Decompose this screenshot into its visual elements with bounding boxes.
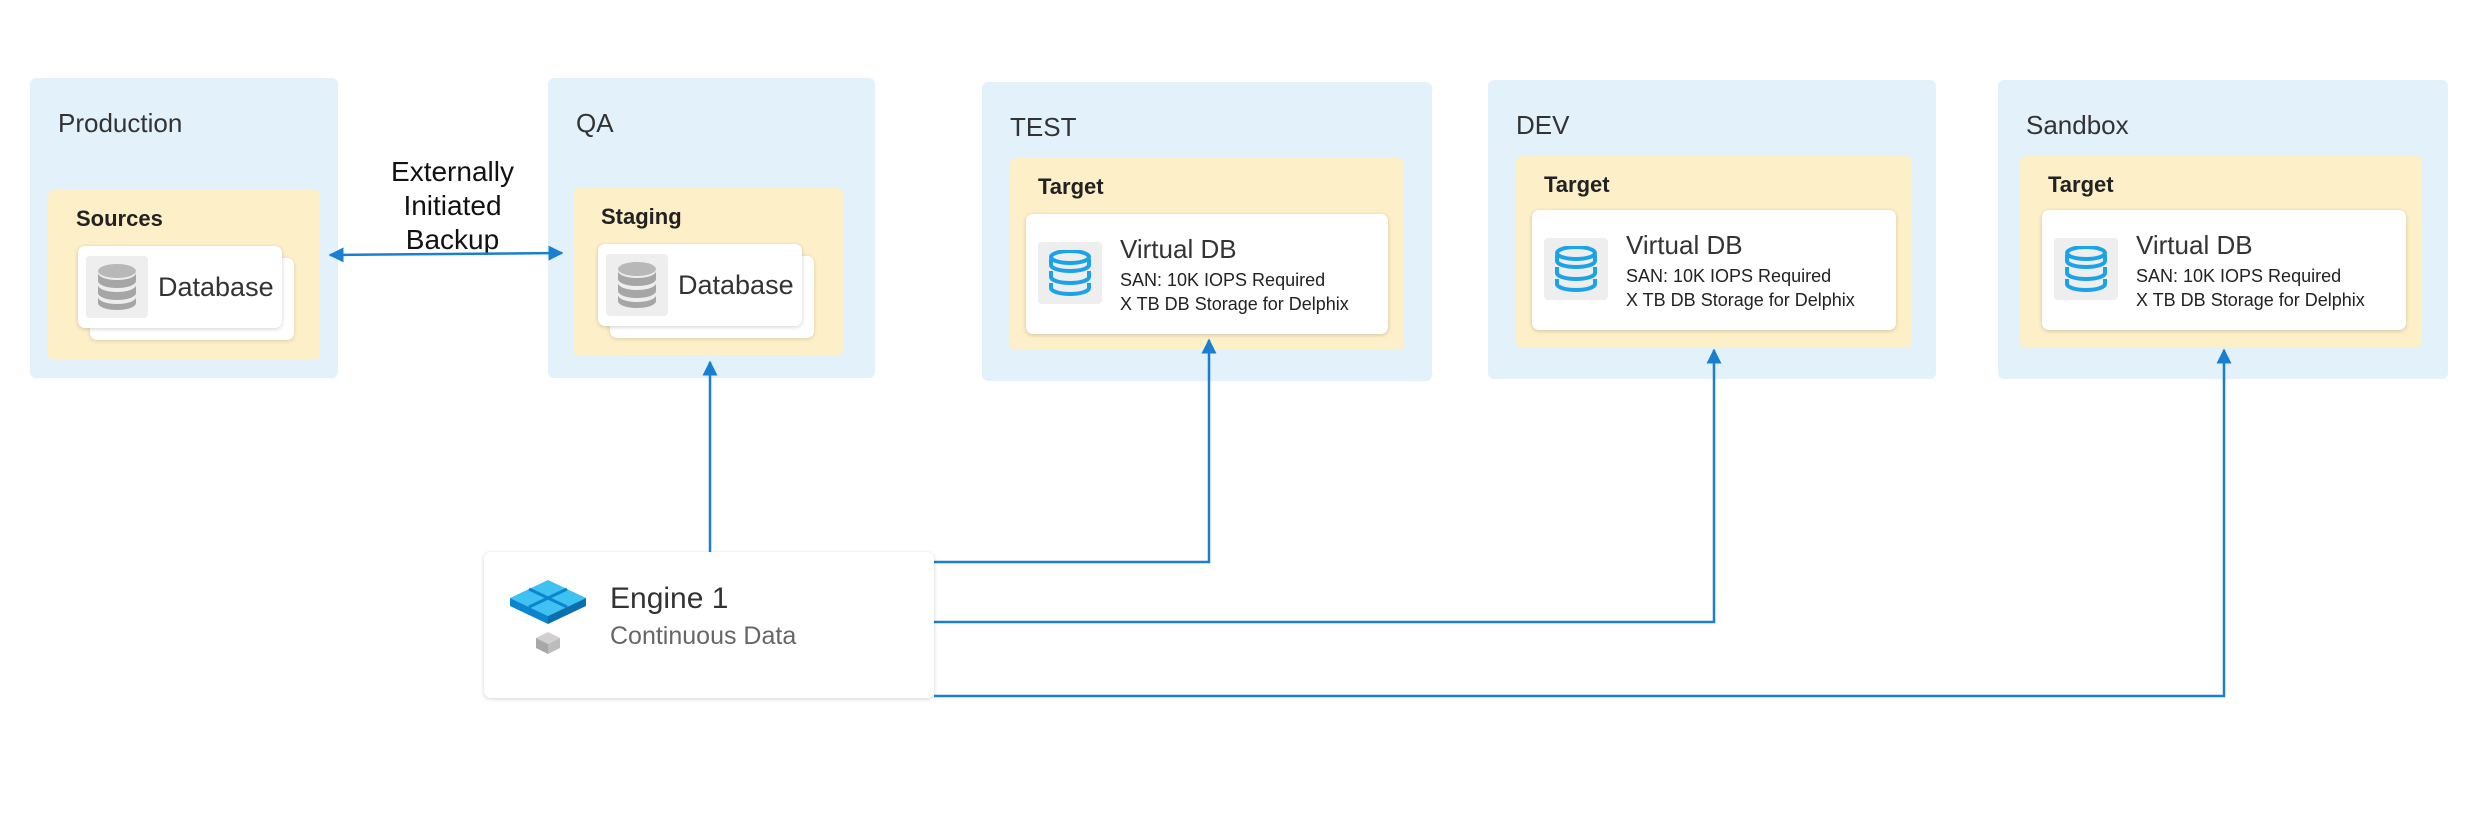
database-icon [86,256,148,318]
virtual-db-storage-requirement: X TB DB Storage for Delphix [2136,290,2365,310]
environment-production: Production Sources Database [30,78,338,378]
virtual-db-storage-requirement: X TB DB Storage for Delphix [1120,294,1349,314]
virtual-db-icon [1038,242,1102,304]
group-title: Target [2048,172,2114,197]
database-card[interactable]: Database [598,244,802,326]
virtual-db-san-requirement: SAN: 10K IOPS Required [1120,270,1326,290]
target-group: Target Virtual DB SAN: 10K IOPS Required… [1010,158,1404,350]
environment-dev: DEV Target Virtual DB SAN: 10K IOPS Requ… [1488,80,1936,379]
engine-title: Engine 1 [610,582,729,615]
environment-title: DEV [1516,110,1570,140]
engine-to-dev-connector [934,348,1722,624]
staging-group: Staging Database [573,188,843,356]
database-label: Database [678,270,794,300]
group-title: Target [1544,172,1610,197]
environment-title: Sandbox [2026,110,2129,140]
virtual-db-card[interactable]: Virtual DB SAN: 10K IOPS Required X TB D… [1026,214,1388,334]
virtual-db-title: Virtual DB [2136,230,2253,260]
virtual-db-icon [2054,238,2118,300]
environment-qa: QA Staging Database [548,78,875,378]
database-label: Database [158,272,274,302]
environment-sandbox: Sandbox Target Virtual DB SAN: 10K IOPS … [1998,80,2448,379]
engine-subtitle: Continuous Data [610,622,797,650]
group-title: Staging [601,204,682,229]
group-title: Target [1038,174,1104,199]
engine-to-sandbox-connector [934,348,2232,698]
target-group: Target Virtual DB SAN: 10K IOPS Required… [1516,156,1912,348]
database-card[interactable]: Database [78,246,282,328]
virtual-db-icon [1544,238,1608,300]
group-title: Sources [76,206,163,231]
virtual-db-title: Virtual DB [1120,234,1237,264]
environment-title: Production [58,108,183,138]
engine-card[interactable] [484,552,934,698]
backup-label-line: Initiated [403,190,502,221]
sources-group: Sources Database [48,190,320,360]
virtual-db-title: Virtual DB [1626,230,1743,260]
environment-test: TEST Target Virtual DB SAN: 10K IOPS Req… [982,82,1432,381]
target-group: Target Virtual DB SAN: 10K IOPS Required… [2020,156,2422,348]
engine-cube-icon [508,574,588,654]
environment-title: QA [576,108,614,138]
database-icon [606,254,668,316]
virtual-db-storage-requirement: X TB DB Storage for Delphix [1626,290,1855,310]
environment-title: TEST [1010,112,1077,142]
virtual-db-san-requirement: SAN: 10K IOPS Required [2136,266,2342,286]
backup-label-line: Externally [391,156,514,187]
engine-to-test-connector [934,338,1217,564]
virtual-db-card[interactable]: Virtual DB SAN: 10K IOPS Required X TB D… [1532,210,1896,330]
virtual-db-san-requirement: SAN: 10K IOPS Required [1626,266,1832,286]
virtual-db-card[interactable]: Virtual DB SAN: 10K IOPS Required X TB D… [2042,210,2406,330]
backup-connector [328,245,564,263]
